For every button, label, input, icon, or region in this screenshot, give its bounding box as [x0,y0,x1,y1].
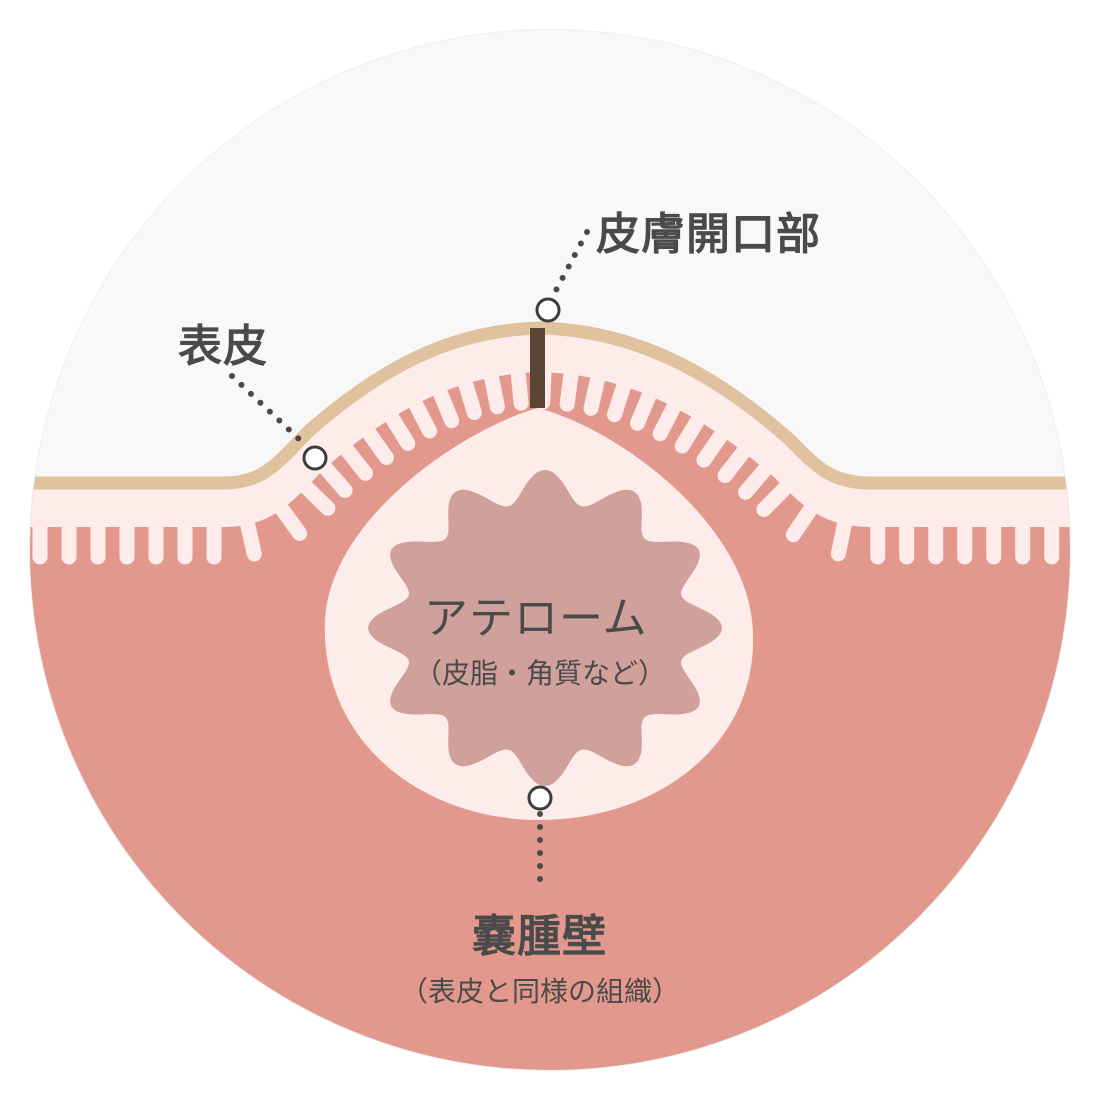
papilla [451,355,482,421]
papilla [652,379,692,442]
papilla [559,345,582,412]
cyst-wall-note: （表皮と同様の組織） [400,975,681,1008]
papilla [756,465,809,517]
papilla [479,348,505,415]
skin-opening-label: 皮膚開口部 [596,209,821,260]
papilla [424,365,460,429]
papilla [583,350,610,416]
cyst-wall-marker [527,785,553,811]
skin-opening [530,328,545,408]
papilla [283,464,336,516]
papilla [606,357,638,423]
atheroma-note: （皮脂・角質など） [414,657,667,690]
atheroma-mass [368,470,722,786]
papilla [674,394,717,454]
dermal-papillae [32,342,1060,565]
papilla [325,425,374,481]
epidermis-marker [302,445,328,471]
papilla [785,484,830,543]
atheroma-label: アテローム [424,593,648,644]
papilla [696,409,742,468]
opening-leader [550,229,590,299]
papilla [261,483,308,541]
epidermis-leader [229,373,303,443]
opening-marker [535,297,561,323]
papilla [508,343,529,411]
papilla [630,367,666,431]
papilla [235,495,262,562]
papilla [717,426,765,484]
epidermis-label: 表皮 [178,321,268,372]
papilla [830,495,857,562]
papilla [372,391,416,451]
papilla [738,445,787,500]
cyst-wall-label: 嚢腫壁 [472,911,607,962]
papilla [348,407,394,466]
papilla [398,377,437,439]
